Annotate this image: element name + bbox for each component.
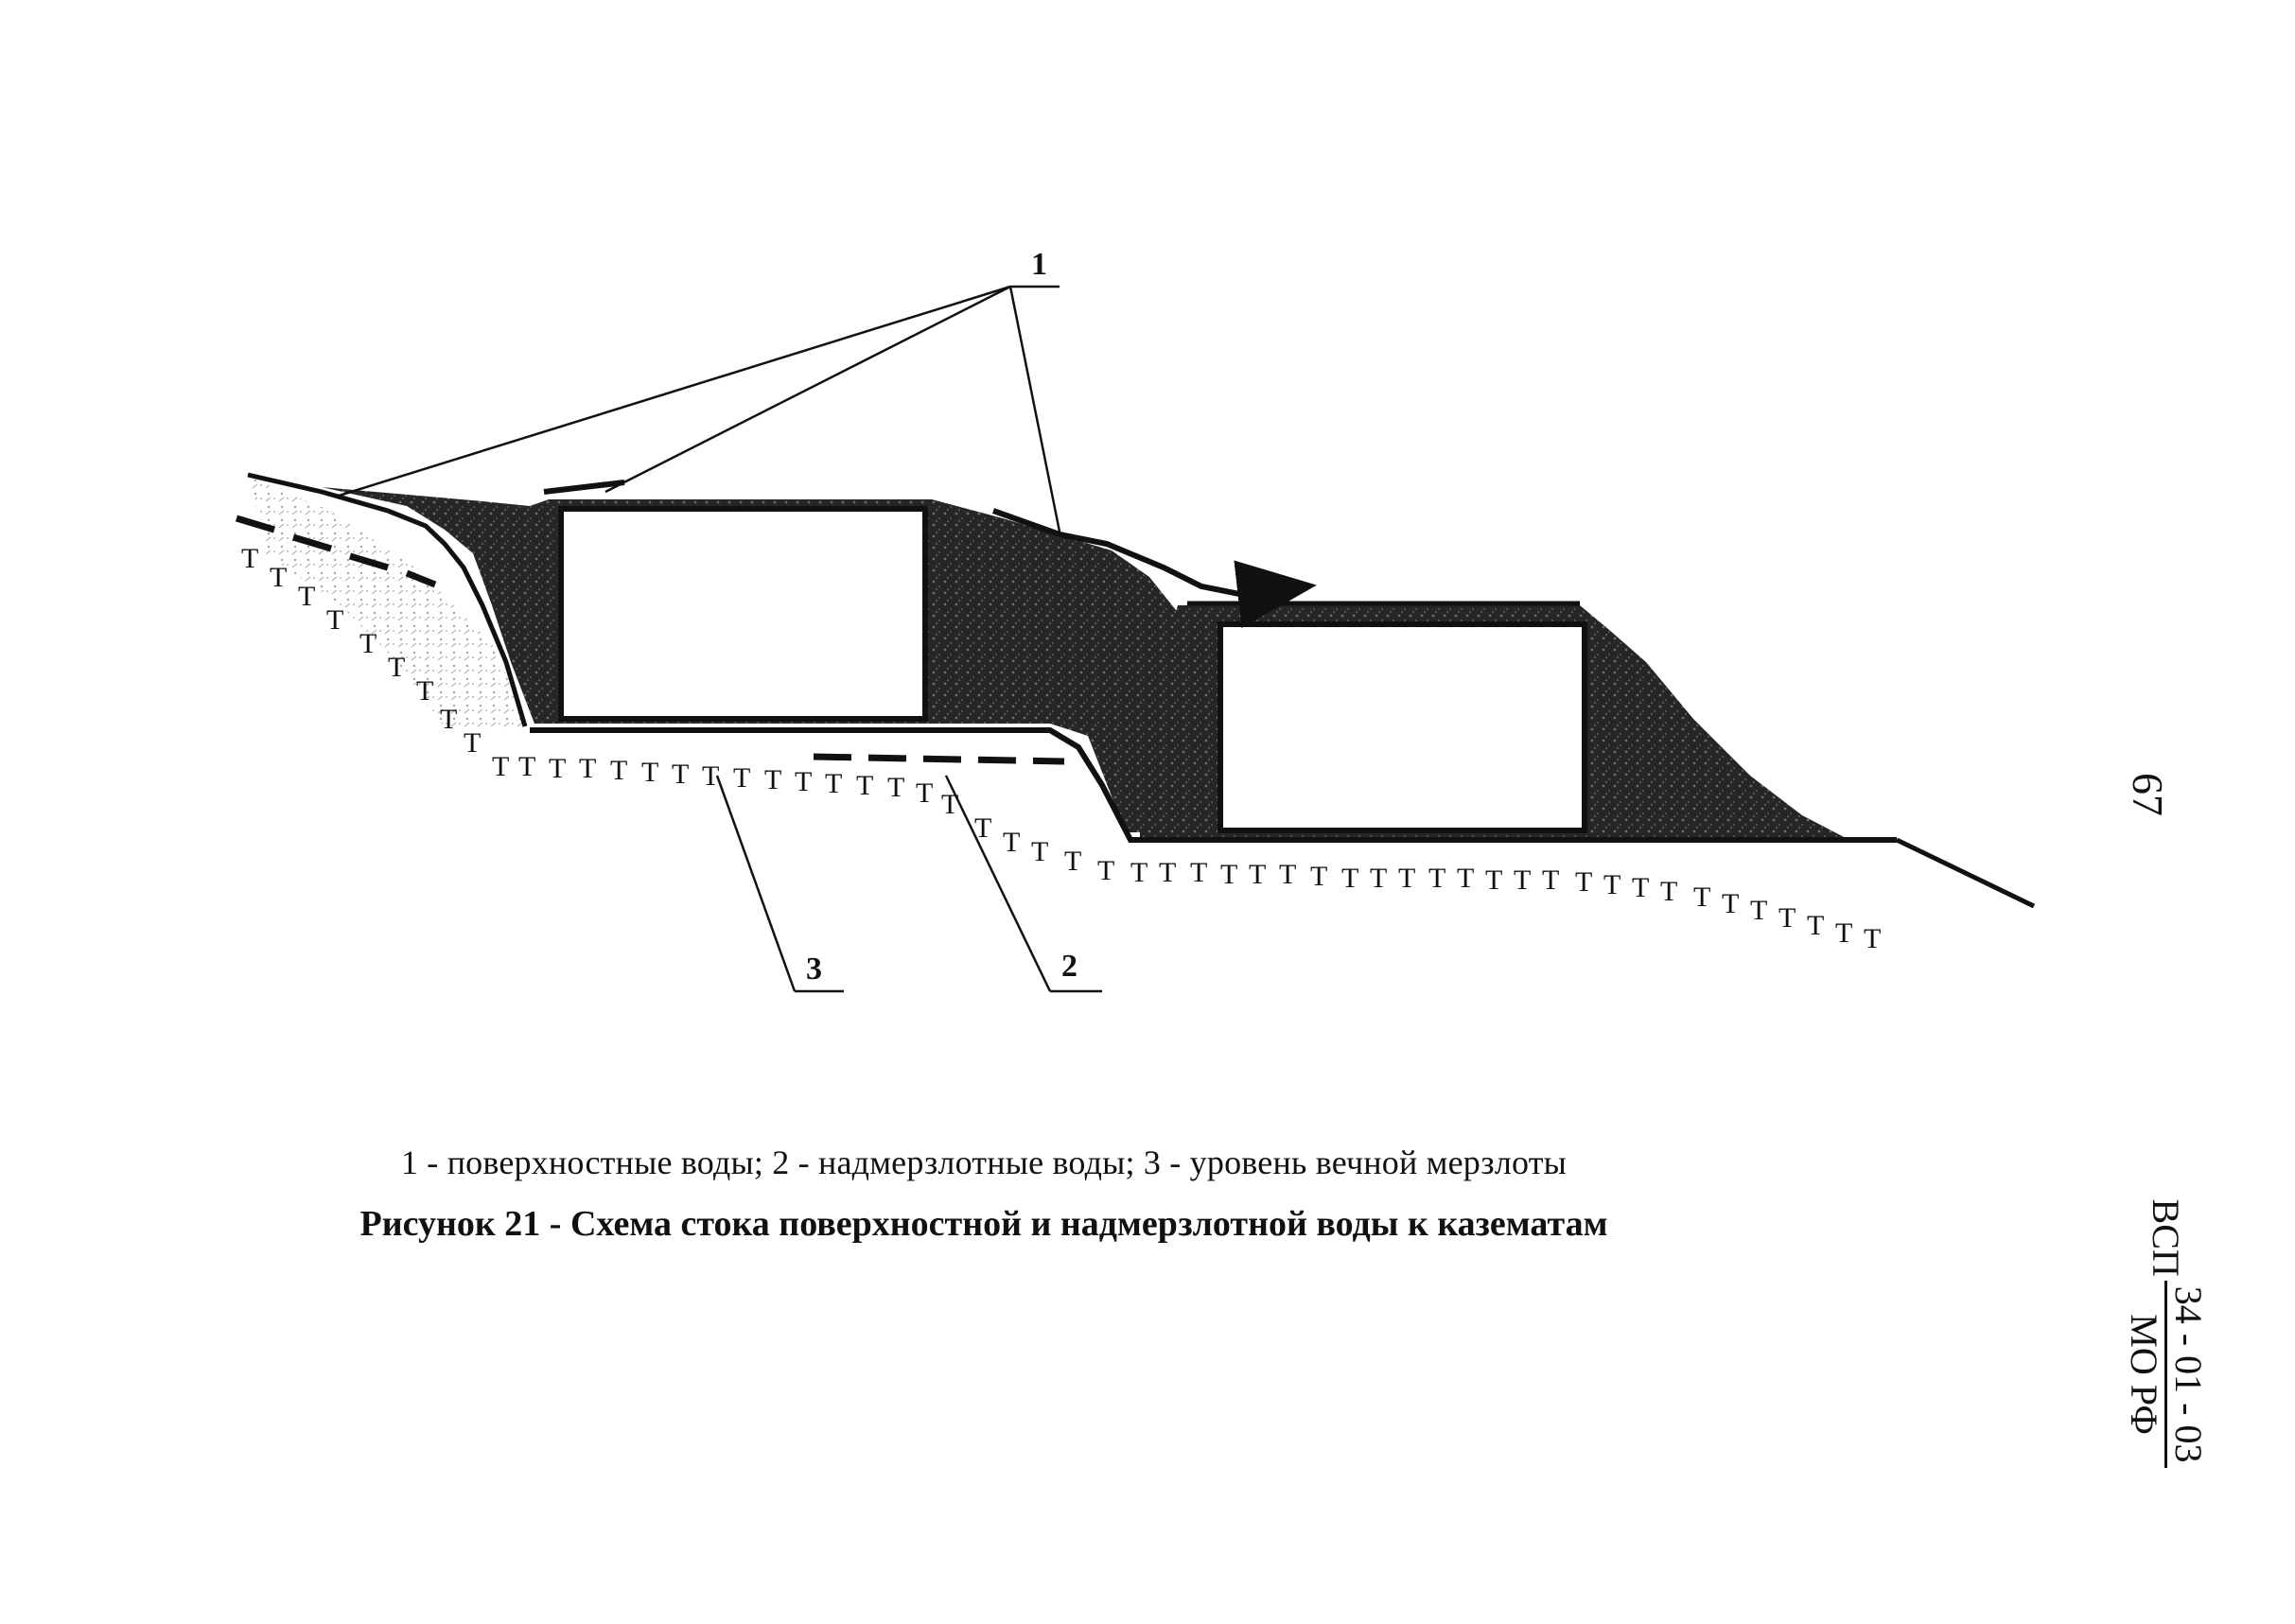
permafrost-mark: T bbox=[1807, 910, 1824, 941]
casemate-1 bbox=[558, 506, 928, 722]
permafrost-mark: T bbox=[1722, 888, 1739, 919]
permafrost-mark: T bbox=[825, 768, 842, 799]
permafrost-mark: T bbox=[610, 755, 627, 786]
permafrost-mark: T bbox=[1457, 863, 1474, 894]
permafrost-mark: T bbox=[1159, 857, 1176, 888]
permafrost-mark: T bbox=[1130, 857, 1148, 888]
permafrost-mark: T bbox=[416, 675, 433, 707]
permafrost-mark: T bbox=[1575, 866, 1592, 898]
figure-title: Рисунок 21 - Схема стока поверхностной и… bbox=[359, 1204, 1608, 1244]
permafrost-mark: T bbox=[1003, 827, 1020, 858]
casemate-1-base bbox=[530, 727, 1897, 843]
permafrost-mark: T bbox=[795, 766, 812, 797]
callout-3: 3 bbox=[806, 952, 822, 987]
permafrost-mark: T bbox=[270, 562, 287, 593]
leader-lines bbox=[335, 285, 1102, 993]
permafrost-mark: T bbox=[1310, 861, 1327, 892]
permafrost-mark: T bbox=[388, 652, 405, 683]
permafrost-mark: T bbox=[1693, 882, 1710, 913]
permafrost-mark: T bbox=[1778, 902, 1796, 934]
permafrost-mark: T bbox=[887, 772, 904, 803]
downstream-slope-line bbox=[1895, 837, 2036, 909]
permafrost-mark: T bbox=[1370, 863, 1387, 894]
casemate-2 bbox=[1218, 621, 1587, 833]
permafrost-mark: T bbox=[549, 753, 566, 784]
callout-2: 2 bbox=[1061, 949, 1077, 984]
document-code: ВСП 34 - 01 - 03 МО РФ bbox=[2114, 1144, 2218, 1523]
permafrost-mark: T bbox=[1750, 895, 1767, 926]
permafrost-mark: T bbox=[916, 777, 933, 809]
permafrost-mark: T bbox=[464, 727, 481, 759]
permafrost-mark: T bbox=[1485, 864, 1502, 896]
ground-surface-line bbox=[247, 472, 528, 727]
permafrost-mark: T bbox=[492, 751, 509, 782]
permafrost-mark: T bbox=[241, 543, 258, 574]
permafrost-mark: T bbox=[359, 628, 377, 659]
permafrost-mark: T bbox=[733, 762, 750, 794]
doc-code-numerator: 34 - 01 - 03 bbox=[2164, 1280, 2211, 1469]
permafrost-mark: T bbox=[1632, 872, 1649, 903]
permafrost-mark: T bbox=[764, 764, 781, 795]
surface-water-top-1 bbox=[543, 480, 625, 495]
permafrost-mark: T bbox=[518, 751, 535, 782]
page-number: 67 bbox=[2124, 773, 2172, 816]
permafrost-mark: T bbox=[1097, 855, 1114, 886]
permafrost-mark: T bbox=[1249, 859, 1266, 890]
permafrost-mark: T bbox=[1190, 857, 1207, 888]
permafrost-mark: T bbox=[1514, 864, 1531, 896]
permafrost-mark: T bbox=[974, 812, 991, 844]
permafrost-mark: T bbox=[672, 759, 689, 790]
permafrost-mark: T bbox=[941, 789, 958, 820]
doc-code-fraction: 34 - 01 - 03 МО РФ bbox=[2123, 1280, 2211, 1469]
permafrost-mark: T bbox=[326, 604, 343, 636]
permafrost-mark: T bbox=[1603, 869, 1621, 900]
permafrost-mark: T bbox=[1864, 923, 1881, 954]
permafrost-mark: T bbox=[298, 581, 315, 612]
permafrost-mark: T bbox=[641, 757, 658, 788]
permafrost-mark: T bbox=[1341, 863, 1358, 894]
permafrost-mark: T bbox=[1398, 863, 1415, 894]
doc-code-denominator: МО РФ bbox=[2123, 1314, 2166, 1435]
permafrost-mark: T bbox=[1031, 836, 1048, 867]
figure-legend: 1 - поверхностные воды; 2 - надмерзлотны… bbox=[400, 1144, 1568, 1181]
permafrost-mark: T bbox=[440, 704, 457, 735]
permafrost-mark: T bbox=[1835, 917, 1852, 949]
perched-water-dashed-1 bbox=[235, 515, 437, 588]
doc-code-prefix: ВСП bbox=[2145, 1198, 2188, 1277]
permafrost-mark: T bbox=[1279, 859, 1296, 890]
callout-1: 1 bbox=[1031, 247, 1047, 282]
slope-soil-zone bbox=[251, 478, 530, 728]
permafrost-mark: T bbox=[702, 760, 719, 792]
surface-water-slope bbox=[991, 508, 1317, 628]
permafrost-mark: T bbox=[1542, 864, 1559, 896]
perched-water-dashed-2 bbox=[813, 753, 1065, 765]
permafrost-mark: T bbox=[1660, 876, 1677, 907]
permafrost-mark: T bbox=[1220, 859, 1237, 890]
permafrost-mark: T bbox=[579, 753, 596, 784]
permafrost-mark: T bbox=[856, 770, 873, 801]
permafrost-mark: T bbox=[1064, 846, 1081, 877]
permafrost-mark: T bbox=[1428, 863, 1445, 894]
